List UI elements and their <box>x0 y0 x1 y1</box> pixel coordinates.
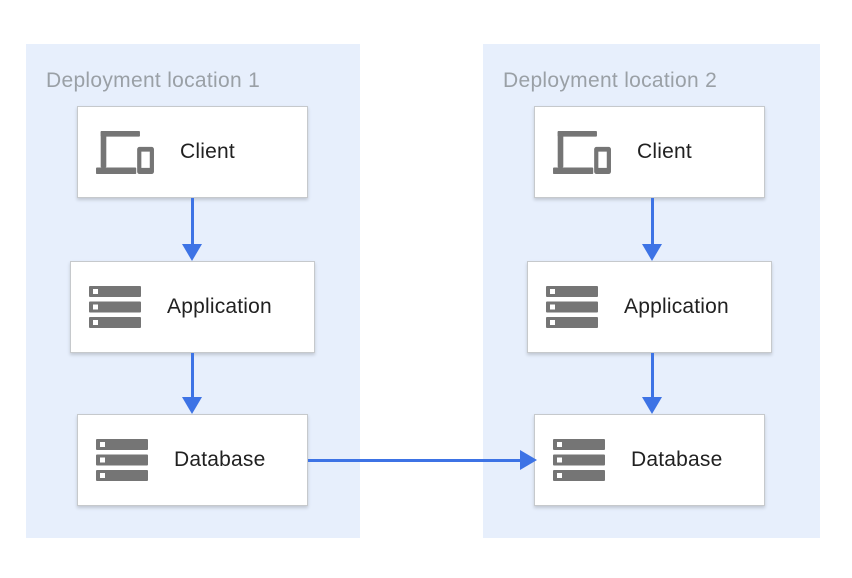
server-stack-icon <box>89 286 141 328</box>
server-stack-icon <box>546 286 598 328</box>
node-label: Application <box>624 295 729 318</box>
node-label: Application <box>167 295 272 318</box>
node-label: Database <box>631 448 723 471</box>
arrow-stem <box>190 353 194 397</box>
arrow-database1-to-database2 <box>308 450 537 470</box>
node-label: Client <box>637 140 692 163</box>
panel-title: Deployment location 2 <box>503 69 718 92</box>
arrow-application1-to-database1 <box>182 353 202 414</box>
arrow-head-down-icon <box>642 397 662 414</box>
arrow-head-down-icon <box>642 244 662 261</box>
arrow-client1-to-application1 <box>182 198 202 261</box>
devices-icon <box>553 130 611 174</box>
node-client-2: Client <box>534 106 765 198</box>
server-stack-icon <box>96 439 148 481</box>
arrow-client2-to-application2 <box>642 198 662 261</box>
arrow-head-down-icon <box>182 397 202 414</box>
node-client-1: Client <box>77 106 308 198</box>
arrow-head-right-icon <box>520 450 537 470</box>
node-label: Database <box>174 448 266 471</box>
deployment-location-1-panel: Deployment location 1 Client A <box>26 44 360 538</box>
arrow-head-down-icon <box>182 244 202 261</box>
node-database-1: Database <box>77 414 308 506</box>
node-application-1: Application <box>70 261 315 353</box>
server-stack-icon <box>553 439 605 481</box>
node-label: Client <box>180 140 235 163</box>
devices-icon <box>96 130 154 174</box>
arrow-stem <box>650 198 654 244</box>
arrow-stem <box>650 353 654 397</box>
arrow-stem <box>190 198 194 244</box>
panel-title: Deployment location 1 <box>46 69 261 92</box>
deployment-location-2-panel: Deployment location 2 Client A <box>483 44 820 538</box>
arrow-stem <box>308 458 520 462</box>
arrow-application2-to-database2 <box>642 353 662 414</box>
node-database-2: Database <box>534 414 765 506</box>
node-application-2: Application <box>527 261 772 353</box>
